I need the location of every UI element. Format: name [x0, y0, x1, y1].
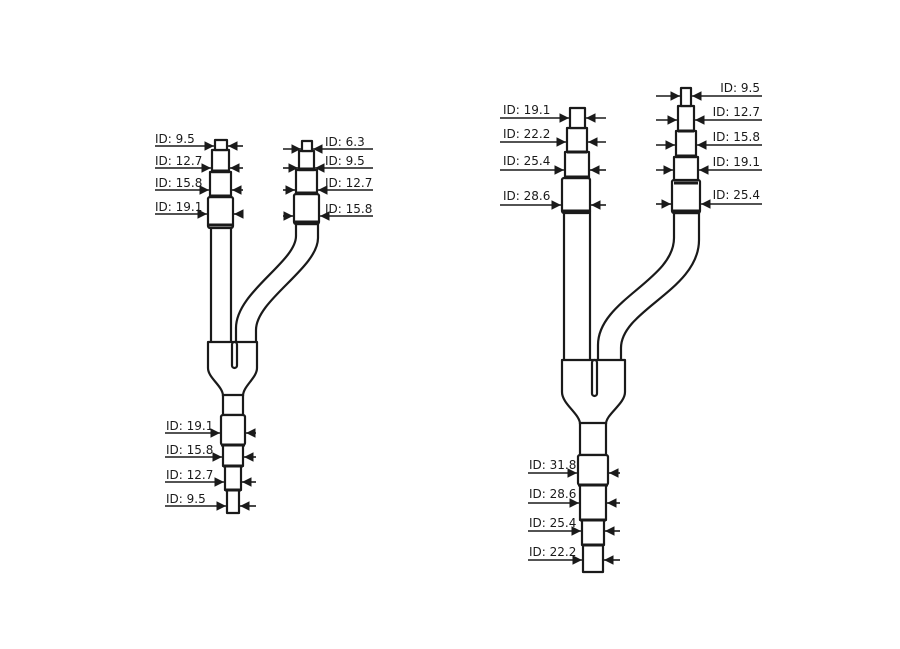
label-right-branch-1: ID: 6.3	[325, 135, 365, 149]
label-right-branch-2: ID: 9.5	[325, 154, 365, 168]
label-left-branch-3: ID: 15.8	[155, 176, 202, 190]
trunk-pipe	[576, 421, 610, 574]
label-trunk-4: ID: 22.2	[529, 545, 576, 559]
left-branch-pipe	[560, 106, 592, 364]
trunk-pipe	[219, 393, 247, 515]
label-right-branch-3: ID: 15.8	[713, 130, 760, 144]
label-trunk-2: ID: 15.8	[166, 443, 213, 457]
dimension-labels: ID: 9.5 ID: 12.7 ID: 15.8 ID: 19.1 ID: 6…	[155, 132, 372, 506]
right-branch-pipe	[234, 139, 321, 346]
label-left-branch-4: ID: 19.1	[155, 200, 202, 214]
label-right-branch-2: ID: 12.7	[713, 105, 760, 119]
label-left-branch-1: ID: 9.5	[155, 132, 195, 146]
label-trunk-1: ID: 31.8	[529, 458, 576, 472]
label-left-branch-2: ID: 12.7	[155, 154, 202, 168]
label-right-branch-4: ID: 19.1	[713, 155, 760, 169]
label-right-branch-4: ID: 15.8	[325, 202, 372, 216]
dimension-lines	[500, 91, 762, 565]
dimension-labels: ID: 19.1 ID: 22.2 ID: 25.4 ID: 28.6 ID: …	[503, 81, 760, 559]
small-y-branch: ID: 9.5 ID: 12.7 ID: 15.8 ID: 19.1 ID: 6…	[155, 132, 373, 515]
label-trunk-3: ID: 25.4	[529, 516, 576, 530]
left-branch-pipe	[206, 138, 235, 346]
label-left-branch-4: ID: 28.6	[503, 189, 550, 203]
label-right-branch-3: ID: 12.7	[325, 176, 372, 190]
y-body	[206, 340, 259, 398]
label-trunk-4: ID: 9.5	[166, 492, 206, 506]
large-y-branch: ID: 19.1 ID: 22.2 ID: 25.4 ID: 28.6 ID: …	[500, 81, 762, 574]
dimension-lines	[155, 141, 373, 511]
y-body	[560, 358, 627, 426]
right-branch-pipe	[596, 86, 702, 364]
label-trunk-3: ID: 12.7	[166, 468, 213, 482]
label-left-branch-2: ID: 22.2	[503, 127, 550, 141]
label-left-branch-1: ID: 19.1	[503, 103, 550, 117]
label-trunk-2: ID: 28.6	[529, 487, 576, 501]
label-right-branch-1: ID: 9.5	[720, 81, 760, 95]
label-left-branch-3: ID: 25.4	[503, 154, 550, 168]
label-right-branch-5: ID: 25.4	[713, 188, 760, 202]
label-trunk-1: ID: 19.1	[166, 419, 213, 433]
